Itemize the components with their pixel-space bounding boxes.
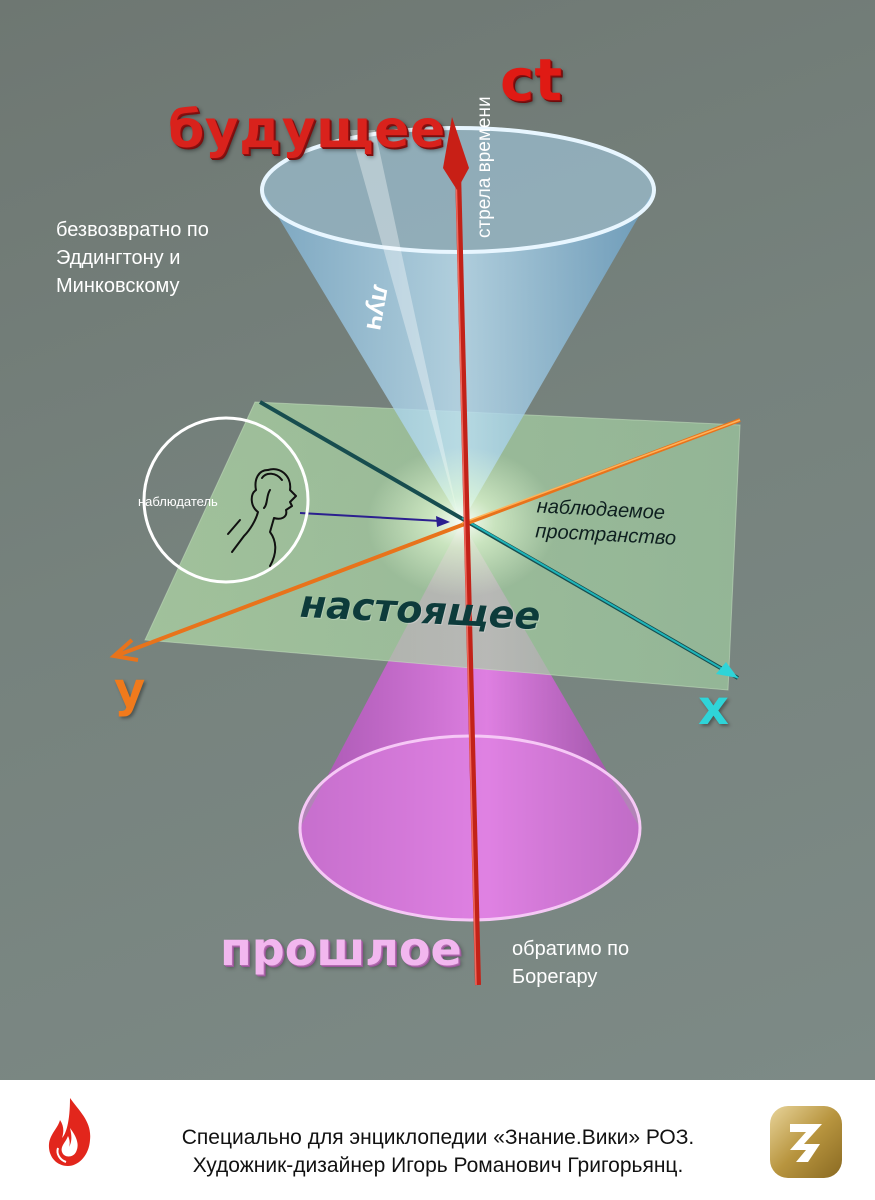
future-note-line: Минковскому: [56, 275, 180, 297]
observer-label: наблюдатель: [138, 494, 218, 509]
y-axis-arrowhead: [109, 638, 139, 662]
observed-space-label: наблюдаемое пространство: [535, 494, 678, 551]
past-label: прошлое: [220, 922, 462, 976]
observer-circle: [142, 416, 310, 584]
past-note-line: обратимо по: [512, 938, 630, 960]
future-cone: [262, 190, 654, 522]
observer-sight-line: [299, 512, 441, 522]
past-note-line: Борегару: [512, 966, 598, 988]
diagram-canvas: будущее ct стрела времени безвозвратно п…: [0, 0, 875, 1080]
z-logo-icon: [770, 1106, 842, 1178]
credit-line: Художник-дизайнер Игорь Романович Григор…: [192, 1154, 684, 1177]
light-ray-beam: [350, 130, 458, 515]
time-axis-arrowhead: [443, 117, 469, 190]
footer: [0, 1080, 875, 1200]
future-note-line: Эддингтону и: [56, 247, 181, 269]
origin-glow: [367, 447, 557, 597]
x-axis-label: х: [698, 680, 729, 736]
future-note: безвозвратно по Эддингтону и Минковскому: [56, 216, 209, 300]
future-label: будущее: [168, 100, 446, 160]
time-arrow-label: стрела времени: [474, 96, 495, 238]
past-note: обратимо по Борегару: [512, 935, 629, 991]
future-note-line: безвозвратно по: [56, 219, 209, 241]
credit-line: Специально для энциклопедии «Знание.Вики…: [181, 1126, 695, 1149]
observer-profile-icon: [227, 468, 297, 567]
fire-logo-icon: [48, 1098, 91, 1166]
credit-text: Специально для энциклопедии «Знание.Вики…: [118, 1124, 758, 1180]
x-axis-arrowhead: [716, 662, 738, 678]
time-axis-ct-label: ct: [500, 46, 563, 114]
time-axis-line: [455, 169, 481, 986]
light-cone-diagram: [109, 117, 741, 986]
y-axis-label: у: [114, 662, 146, 718]
